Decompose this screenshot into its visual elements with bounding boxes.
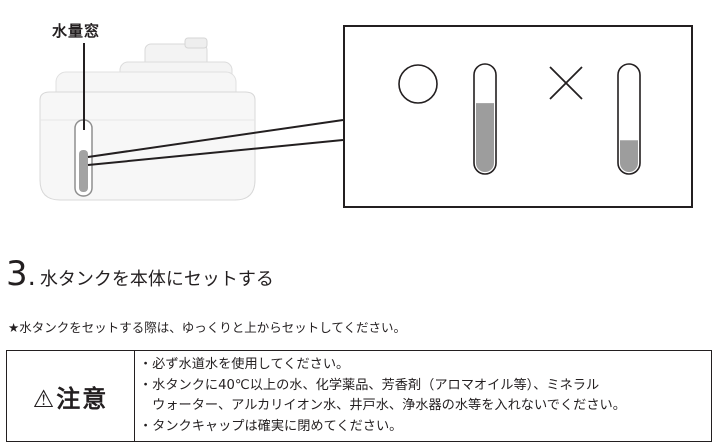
water-tank-illustration (39, 37, 256, 201)
water-tank-figure (39, 37, 641, 201)
caution-body: ・必ず水道水を使用してください。 ・水タンクに40℃以上の水、化学薬品、芳香剤（… (135, 351, 626, 441)
step-dot: . (27, 262, 36, 292)
step-heading: 3 . 水タンクを本体にセットする (6, 257, 274, 297)
water-window-label: 水量窓 (52, 22, 101, 40)
caution-box: ⚠注意 ・必ず水道水を使用してください。 ・水タンクに40℃以上の水、化学薬品、… (6, 350, 712, 442)
ok-circle-icon (398, 64, 438, 104)
ng-cross-icon (549, 66, 583, 100)
ok-water-level (476, 103, 494, 172)
zoom-leader-bottom (87, 139, 344, 166)
caution-line: ・必ず水道水を使用してください。 (139, 357, 350, 372)
caution-line: ウォーター、アルカリイオン水、井戸水、浄水器の水等を入れないでください。 (139, 398, 626, 413)
step-number: 3 (6, 254, 28, 294)
step-title: 水タンクを本体にセットする (39, 269, 274, 290)
ok-example (398, 63, 497, 175)
caution-line: ・タンクキャップは確実に閉めてください。 (139, 418, 403, 434)
ng-water-level (620, 140, 638, 172)
caution-heading: ⚠注意 (7, 351, 135, 441)
zoom-leader-top (87, 119, 344, 158)
ng-example (549, 63, 641, 175)
star-note: ★水タンクをセットする際は、ゆっくりと上からセットしてください。 (8, 320, 406, 335)
caution-line: ・水タンクに40℃以上の水、化学薬品、芳香剤（アロマオイル等）、ミネラル (139, 377, 600, 393)
zoom-box (343, 25, 693, 208)
